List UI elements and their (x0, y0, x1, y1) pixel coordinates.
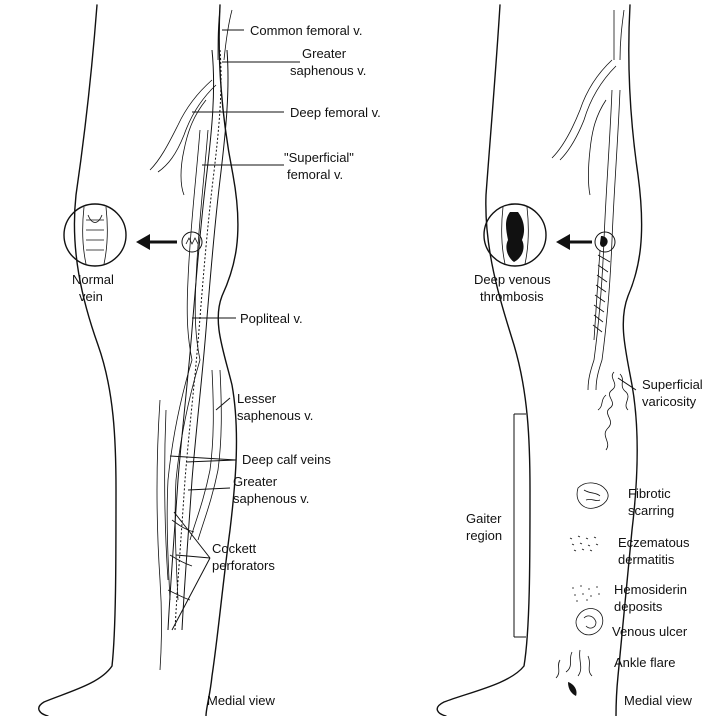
fibrotic-scarring-drawing (577, 483, 608, 508)
normal-vein-arrow (136, 234, 177, 250)
label-venous-ulcer: Venous ulcer (612, 624, 688, 639)
label-gaiter-1: Gaiter (466, 511, 502, 526)
label-gaiter-2: region (466, 528, 502, 543)
dvt-inset (484, 204, 615, 266)
label-hemosiderin-1: Hemosiderin (614, 582, 687, 597)
label-lesser-saphenous-1: Lesser (237, 391, 277, 406)
label-ankle-flare: Ankle flare (614, 655, 675, 670)
label-eczematous-1: Eczematous (618, 535, 690, 550)
label-dvt-2: thrombosis (480, 289, 544, 304)
label-normal-vein-2: vein (79, 289, 103, 304)
right-leader-lines (618, 378, 636, 390)
label-eczematous-2: dermatitis (618, 552, 675, 567)
eczematous-dermatitis-drawing (570, 536, 598, 551)
label-dvt-1: Deep venous (474, 272, 551, 287)
label-medial-view-right: Medial view (624, 693, 693, 708)
hemosiderin-deposits-drawing (572, 586, 600, 601)
label-greater-saphenous-top-1: Greater (302, 46, 347, 61)
label-normal-vein-1: Normal (72, 272, 114, 287)
dvt-arrow (556, 234, 592, 250)
label-superficial-femoral-2: femoral v. (287, 167, 343, 182)
normal-vein-inset (64, 204, 202, 266)
venous-ulcer-drawing (576, 609, 603, 635)
left-leader-lines (170, 30, 300, 630)
label-medial-view-left: Medial view (207, 693, 276, 708)
label-cockett-1: Cockett (212, 541, 256, 556)
label-greater-saphenous-low-1: Greater (233, 474, 278, 489)
label-fibrotic-1: Fibrotic (628, 486, 671, 501)
label-superficial-varicosity-1: Superficial (642, 377, 703, 392)
label-greater-saphenous-top-2: saphenous v. (290, 63, 366, 78)
label-greater-saphenous-low-2: saphenous v. (233, 491, 309, 506)
label-deep-femoral: Deep femoral v. (290, 105, 381, 120)
right-leg-veins (552, 10, 624, 390)
label-hemosiderin-2: deposits (614, 599, 663, 614)
label-lesser-saphenous-2: saphenous v. (237, 408, 313, 423)
label-common-femoral: Common femoral v. (250, 23, 362, 38)
label-deep-calf-veins: Deep calf veins (242, 452, 331, 467)
label-superficial-femoral-1: "Superficial" (284, 150, 354, 165)
gaiter-bracket (514, 414, 526, 637)
label-popliteal: Popliteal v. (240, 311, 303, 326)
label-superficial-varicosity-2: varicosity (642, 394, 697, 409)
label-fibrotic-2: scarring (628, 503, 674, 518)
ankle-flare-drawing (556, 650, 592, 696)
label-cockett-2: perforators (212, 558, 275, 573)
varicosity-drawing (598, 372, 628, 450)
